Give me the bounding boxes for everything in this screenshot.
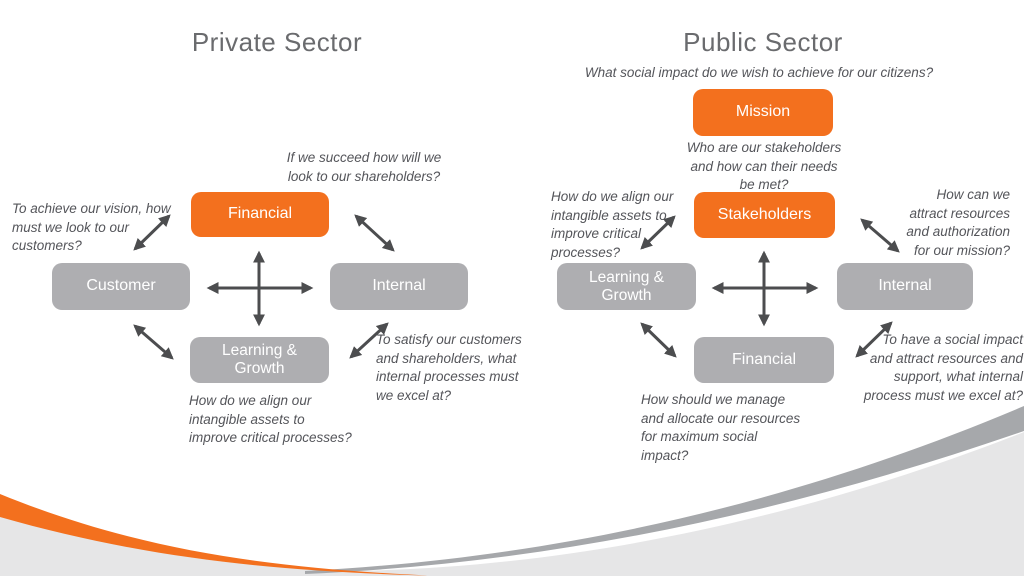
public-arrow-learning-financial (640, 322, 677, 358)
swoosh-orange-band (0, 494, 428, 576)
private-note-internal-processes: To satisfy our customers and shareholder… (376, 332, 522, 403)
public-box-learning-growth: Learning & Growth (557, 263, 696, 310)
public-note-resources: How can we attract resources and authori… (906, 187, 1010, 258)
private-box-internal: Internal (330, 263, 468, 310)
private-note-intangible: How do we align our intangible assets to… (189, 393, 352, 445)
public-box-mission: Mission (693, 89, 833, 136)
private-arrow-customer-learning (133, 324, 174, 360)
public-box-internal: Internal (837, 263, 973, 310)
public-note-intangible: How do we align our intangible assets to… (551, 189, 674, 260)
public-box-financial: Financial (694, 337, 834, 383)
private-box-financial: Financial (191, 192, 329, 237)
private-note-customers: To achieve our vision, how must we look … (12, 201, 171, 253)
swoosh-light-gray-fill (0, 432, 1024, 576)
public-sector-title: Public Sector (683, 27, 843, 57)
private-box-learning-growth: Learning & Growth (190, 337, 329, 383)
public-note-social-impact: To have a social impact and attract reso… (863, 332, 1023, 403)
private-box-customer: Customer (52, 263, 190, 310)
private-arrow-financial-internal (354, 214, 395, 252)
public-box-stakeholders: Stakeholders (694, 192, 835, 238)
public-note-manage: How should we manage and allocate our re… (641, 392, 801, 463)
public-note-citizens: What social impact do we wish to achieve… (584, 65, 934, 80)
private-sector-title: Private Sector (191, 27, 363, 57)
public-note-stakeholders-needs: Who are our stakeholders and how can the… (686, 140, 842, 192)
private-note-shareholders: If we succeed how will we look to our sh… (286, 150, 442, 184)
